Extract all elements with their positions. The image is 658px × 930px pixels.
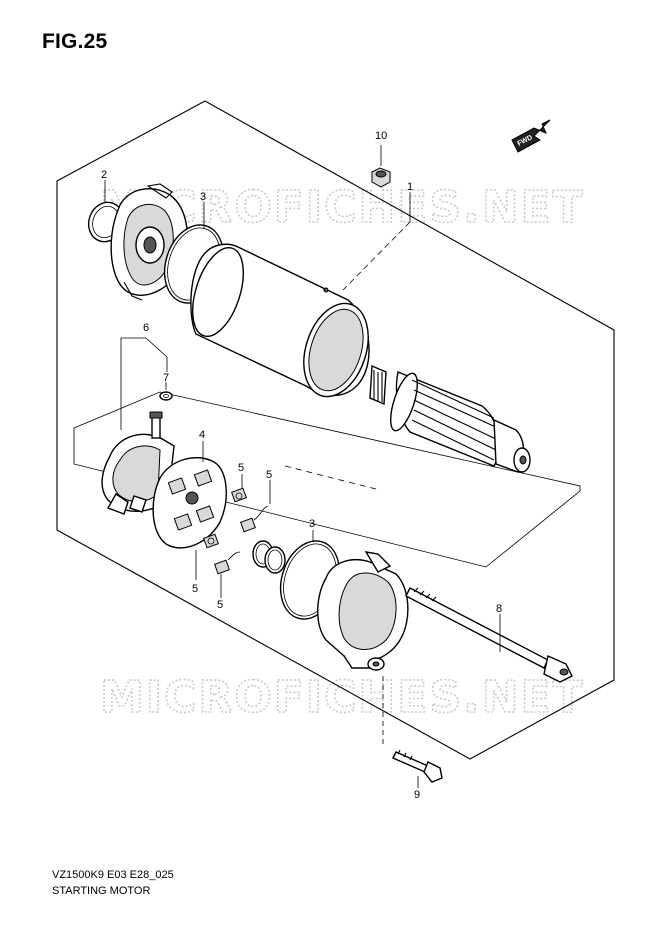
nut-part-10 <box>371 167 391 188</box>
callout-8: 8 <box>496 603 502 615</box>
callout-7: 7 <box>163 372 169 384</box>
motor-case-part-1 <box>190 243 370 398</box>
washer-part-7 <box>159 391 173 401</box>
assembly-frame <box>56 100 615 760</box>
model-code: VZ1500K9 E03 E28_025 <box>52 869 174 881</box>
callout-5-a: 5 <box>238 462 244 474</box>
rear-cover <box>317 551 409 671</box>
centre-line <box>284 465 381 491</box>
fwd-arrow-icon: FWD <box>511 119 551 153</box>
callout-1: 1 <box>407 181 413 193</box>
callout-2: 2 <box>101 169 107 181</box>
brush-holder-frame <box>73 391 581 568</box>
leader-6a <box>120 337 146 430</box>
callout-5-d: 5 <box>217 599 223 611</box>
short-bolt-part-9 <box>392 749 443 783</box>
armature <box>369 364 531 473</box>
brush-part-5-d <box>214 551 241 575</box>
callout-6: 6 <box>143 322 149 334</box>
callout-10: 10 <box>375 130 387 142</box>
brush-part-5-a <box>231 487 247 503</box>
callout-9: 9 <box>414 789 420 801</box>
brush-part-5-b <box>240 505 269 533</box>
callout-5-b: 5 <box>266 469 272 481</box>
long-bolt-part-8 <box>405 587 573 683</box>
small-o-ring <box>252 540 286 574</box>
callout-4: 4 <box>199 429 205 441</box>
callout-3-lower: 3 <box>309 518 315 530</box>
callout-3-upper: 3 <box>200 191 206 203</box>
watermark-bottom: MICROFICHES.NET <box>100 672 585 723</box>
brush-part-5-c <box>203 533 219 549</box>
figure-name: STARTING MOTOR <box>52 885 151 897</box>
leader-6b <box>145 337 168 372</box>
brush-holder-part-4 <box>152 457 227 549</box>
figure-title: FIG.25 <box>42 30 108 53</box>
callout-5-c: 5 <box>192 583 198 595</box>
leader-1-dashed <box>342 221 411 291</box>
